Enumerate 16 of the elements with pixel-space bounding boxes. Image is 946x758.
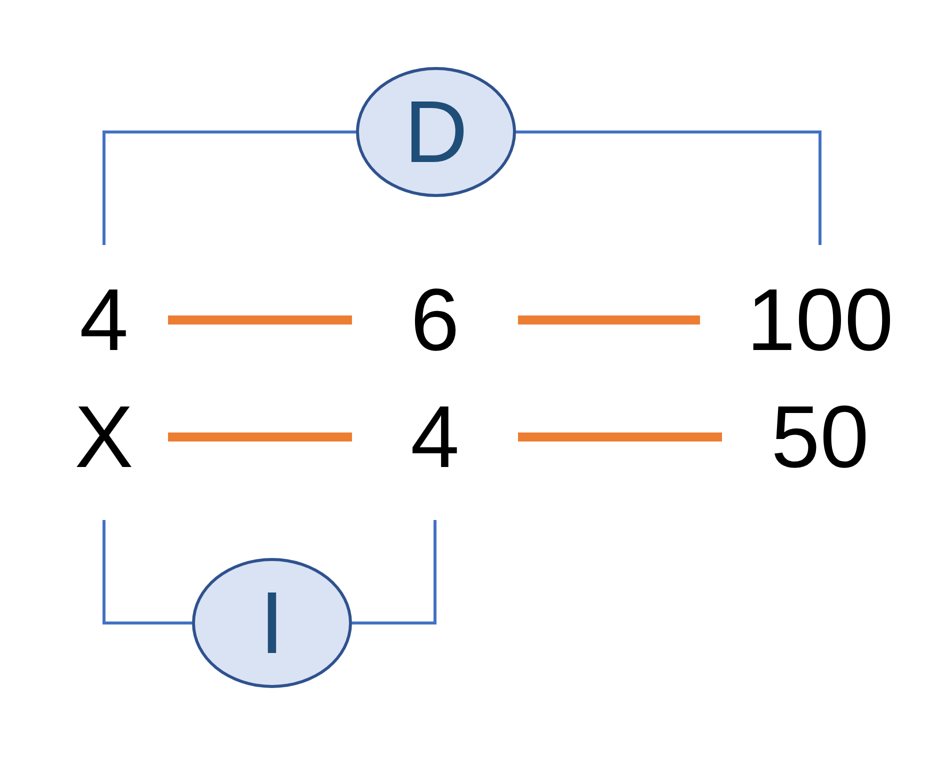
connector-line — [168, 316, 352, 324]
number-text: X — [40, 380, 168, 520]
letter-ellipse: D — [356, 67, 516, 197]
bracket-line — [516, 130, 822, 245]
number-text: 6 — [352, 245, 518, 375]
bracket-line — [102, 520, 192, 624]
number-text: 4 — [40, 245, 168, 375]
connector-line — [518, 316, 700, 324]
number-text: 50 — [722, 380, 918, 520]
connector-line — [518, 432, 722, 442]
letter-ellipse: I — [192, 558, 352, 688]
number-text: 100 — [700, 245, 940, 375]
bracket-line — [352, 520, 436, 624]
bracket-line — [102, 130, 356, 245]
connector-line — [168, 432, 352, 442]
number-text: 4 — [352, 380, 518, 520]
